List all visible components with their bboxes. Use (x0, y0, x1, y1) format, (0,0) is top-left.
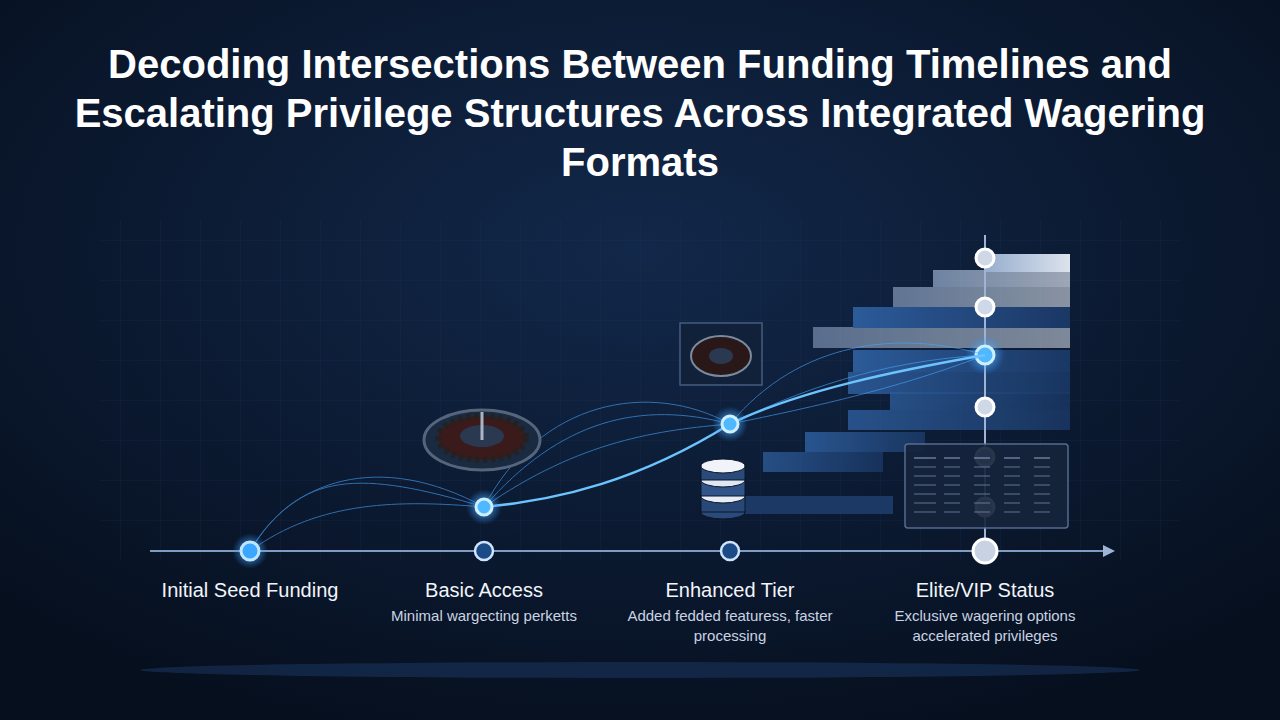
diagram-title: Decoding Intersections Between Funding T… (40, 40, 1240, 186)
stage-description: Minimal wargecting perketts (374, 606, 594, 626)
stage-heading: Initial Seed Funding (135, 578, 365, 602)
stage-heading: Elite/VIP Status (855, 578, 1115, 602)
stage-heading: Basic Access (374, 578, 594, 602)
stage-label: Enhanced TierAdded fedded featuress, fas… (610, 578, 850, 645)
stage-description: Exclusive wagering options accelerated p… (855, 606, 1115, 645)
stage-label: Elite/VIP StatusExclusive wagering optio… (855, 578, 1115, 645)
stage-heading: Enhanced Tier (610, 578, 850, 602)
stage-label: Basic AccessMinimal wargecting perketts (374, 578, 594, 626)
stage-description: Added fedded featuress, faster processin… (610, 606, 850, 645)
stage-label: Initial Seed Funding (135, 578, 365, 602)
